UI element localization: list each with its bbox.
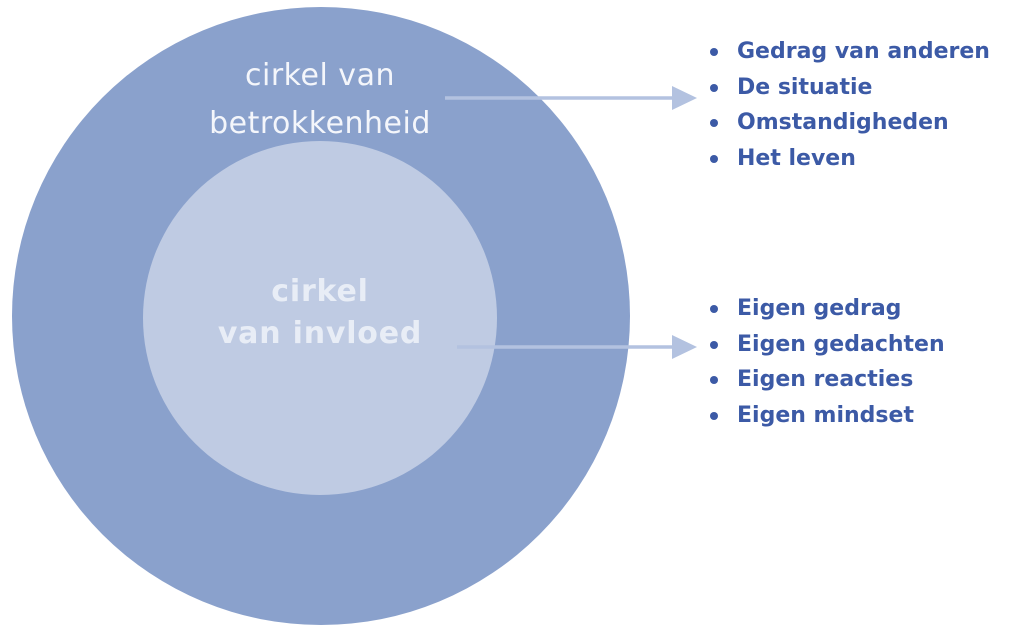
concern-list: Gedrag van anderen De situatie Omstandig…	[708, 34, 990, 176]
list-item: De situatie	[708, 70, 990, 106]
list-item: Omstandigheden	[708, 105, 990, 141]
bullet-icon	[710, 48, 718, 56]
bullet-icon	[710, 119, 718, 127]
circle-of-influence-label-line: cirkel	[271, 274, 369, 309]
circle-of-influence-label: cirkel van invloed	[180, 271, 460, 355]
list-item: Eigen mindset	[708, 398, 945, 434]
list-item: Eigen gedrag	[708, 291, 945, 327]
circle-of-concern-label: cirkel van betrokkenheid	[180, 52, 460, 148]
list-item: Het leven	[708, 141, 990, 177]
list-item: Gedrag van anderen	[708, 34, 990, 70]
bullet-icon	[710, 376, 718, 384]
list-item-label: Omstandigheden	[737, 110, 949, 135]
influence-list: Eigen gedrag Eigen gedachten Eigen react…	[708, 291, 945, 433]
list-item-label: Gedrag van anderen	[737, 39, 990, 64]
list-item-label: Eigen gedachten	[737, 331, 945, 357]
list-item-label: Eigen mindset	[737, 402, 914, 428]
bullet-icon	[710, 411, 718, 420]
list-item-label: Het leven	[737, 145, 856, 171]
circle-of-concern-label-line: cirkel van	[245, 58, 395, 93]
circle-of-influence	[143, 141, 497, 495]
list-item: Eigen reacties	[708, 362, 945, 398]
concern-arrow	[445, 86, 697, 110]
bullet-icon	[710, 154, 718, 163]
influence-arrow	[457, 335, 697, 359]
bullet-icon	[710, 340, 718, 349]
bullet-icon	[710, 305, 718, 313]
list-item-label: De situatie	[737, 74, 873, 100]
list-item-label: Eigen gedrag	[737, 296, 902, 321]
list-item-label: Eigen reacties	[737, 367, 914, 392]
list-item: Eigen gedachten	[708, 327, 945, 363]
circle-of-concern-label-line: betrokkenheid	[209, 106, 431, 141]
circle-of-influence-label-line: van invloed	[217, 316, 423, 351]
bullet-icon	[710, 83, 718, 92]
